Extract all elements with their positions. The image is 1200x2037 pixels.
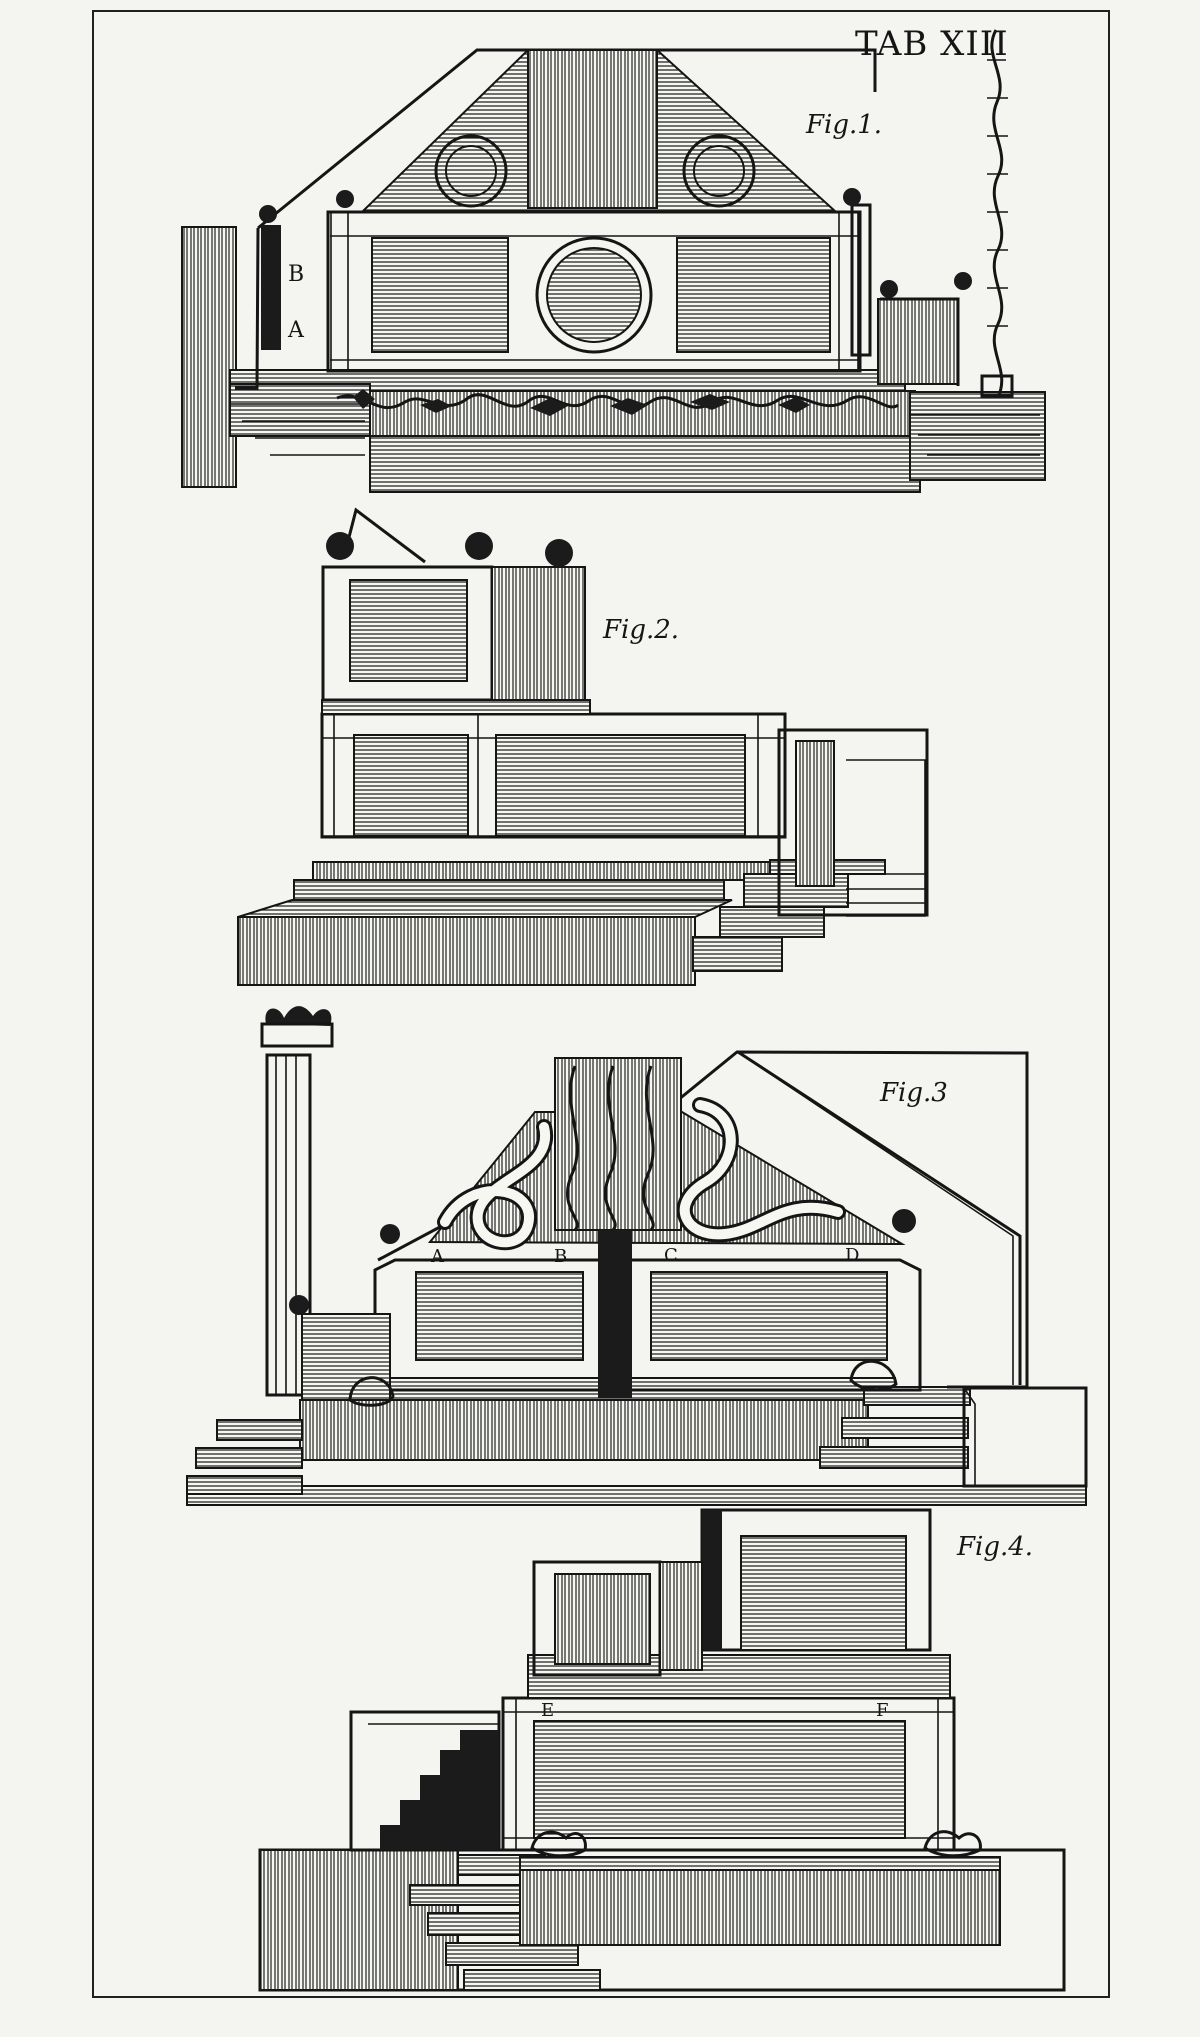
figure-4-altar bbox=[258, 1508, 1066, 1992]
figure-1-letter-b: B bbox=[288, 262, 305, 287]
figure-3-altar bbox=[186, 1006, 1088, 1506]
figure-4-letter-e: E bbox=[541, 1700, 555, 1721]
figure-2-altar bbox=[237, 507, 929, 986]
figure-1-label: Fig.1. bbox=[806, 110, 883, 140]
figure-3-label: Fig.3 bbox=[880, 1078, 948, 1108]
figure-3-letter-b: B bbox=[554, 1246, 568, 1267]
plate-border bbox=[92, 10, 1110, 1998]
figure-2-label: Fig.2. bbox=[603, 615, 680, 645]
plate-label: TAB XIII bbox=[855, 24, 1009, 64]
figure-4-label: Fig.4. bbox=[957, 1532, 1034, 1562]
figure-1-letter-a: A bbox=[288, 318, 304, 343]
figure-1-altar bbox=[181, 29, 1046, 493]
figure-3-letter-a: A bbox=[431, 1246, 444, 1267]
figure-4-letter-f: F bbox=[876, 1700, 889, 1721]
